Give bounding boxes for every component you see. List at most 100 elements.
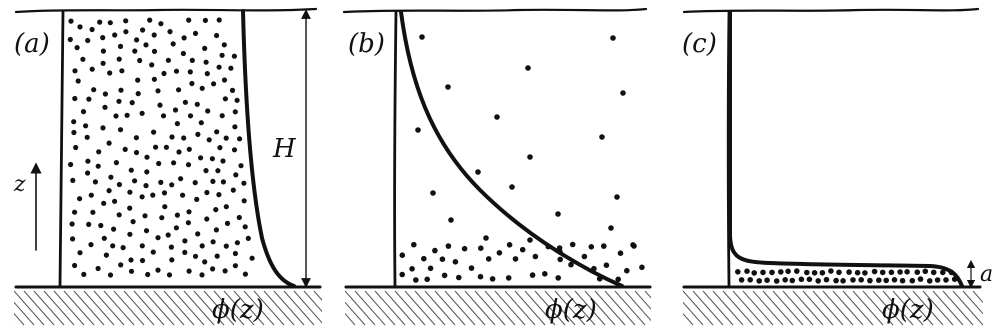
particle — [116, 98, 122, 104]
particle — [95, 163, 101, 169]
particle — [219, 113, 225, 119]
particle — [142, 213, 148, 219]
hatch-line — [14, 301, 35, 326]
particle — [897, 269, 903, 275]
hatch-line — [283, 290, 315, 326]
particle — [71, 129, 77, 136]
hatch-line — [83, 290, 115, 326]
particle — [778, 269, 784, 275]
particle — [230, 187, 236, 193]
panel-c-particles — [735, 268, 958, 284]
hatch-line — [872, 290, 904, 326]
particle — [88, 192, 94, 198]
hatch-line — [464, 290, 496, 326]
particle — [527, 237, 533, 243]
panel-b-top-surface — [342, 7, 648, 14]
particle — [769, 269, 775, 276]
hatch-line — [782, 290, 814, 326]
particle — [624, 267, 630, 274]
particle — [83, 123, 89, 129]
hatch-line — [153, 290, 185, 326]
particle — [545, 243, 552, 250]
particle — [529, 272, 536, 278]
particle — [165, 232, 171, 238]
particle — [106, 188, 112, 194]
hatch-line — [484, 290, 516, 326]
hatch-line — [912, 290, 944, 326]
particle — [75, 78, 81, 84]
particle — [133, 149, 140, 156]
particle — [161, 70, 167, 77]
particle — [132, 48, 138, 54]
particle — [100, 48, 106, 54]
particle — [836, 269, 842, 276]
particle — [144, 154, 150, 160]
particle — [106, 140, 112, 146]
particle — [187, 113, 194, 119]
particle — [160, 113, 167, 119]
particle — [180, 50, 186, 57]
hatch-line — [223, 290, 255, 326]
particle — [468, 265, 475, 271]
hatch-line — [752, 290, 784, 326]
hatch-line — [712, 290, 744, 326]
particle — [249, 255, 255, 261]
hatch-line — [374, 290, 406, 326]
particle — [85, 170, 91, 176]
hatch-line — [742, 290, 774, 326]
particle — [77, 196, 83, 202]
particle — [506, 242, 513, 248]
particle — [441, 272, 448, 279]
particle — [478, 245, 484, 251]
hatch-line — [313, 290, 322, 301]
particle — [135, 91, 141, 97]
particle — [112, 32, 118, 38]
particle — [744, 268, 750, 275]
particle — [234, 97, 240, 103]
particle — [98, 222, 104, 229]
particle — [934, 277, 941, 283]
particle — [232, 124, 238, 130]
particle — [143, 42, 149, 48]
particle — [171, 160, 177, 166]
hatch-line — [14, 290, 45, 326]
particle — [917, 276, 924, 282]
particle — [210, 178, 216, 184]
panel-c-label: (c) — [682, 29, 717, 59]
particle — [556, 245, 563, 251]
particle — [84, 134, 90, 140]
particle — [620, 90, 626, 96]
hatch-line — [514, 290, 546, 326]
particle — [113, 113, 119, 119]
particle — [223, 243, 229, 249]
particle — [232, 263, 238, 269]
particle — [151, 129, 157, 135]
panel-c: a (c) ϕ(z) — [682, 7, 993, 326]
particle — [155, 235, 161, 241]
particle — [139, 257, 146, 264]
particle — [811, 270, 818, 276]
particle — [216, 64, 222, 70]
particle — [91, 87, 97, 93]
panel-b-concentration-profile — [399, 10, 624, 288]
particle — [785, 268, 791, 275]
particle — [862, 270, 868, 276]
particle — [219, 52, 225, 58]
particle — [128, 268, 135, 274]
particle — [88, 242, 94, 248]
particle — [213, 227, 219, 233]
hatch-line — [203, 290, 235, 326]
particle — [70, 236, 76, 242]
particle — [214, 253, 220, 259]
particle — [241, 180, 247, 186]
particle — [102, 104, 108, 110]
particle — [599, 134, 605, 140]
hatch-line — [574, 290, 606, 326]
hatch-line — [792, 290, 824, 326]
hatch-line — [424, 290, 456, 326]
hatch-line — [43, 290, 75, 326]
particle — [137, 57, 143, 64]
particle — [95, 265, 101, 272]
particle — [144, 169, 150, 175]
